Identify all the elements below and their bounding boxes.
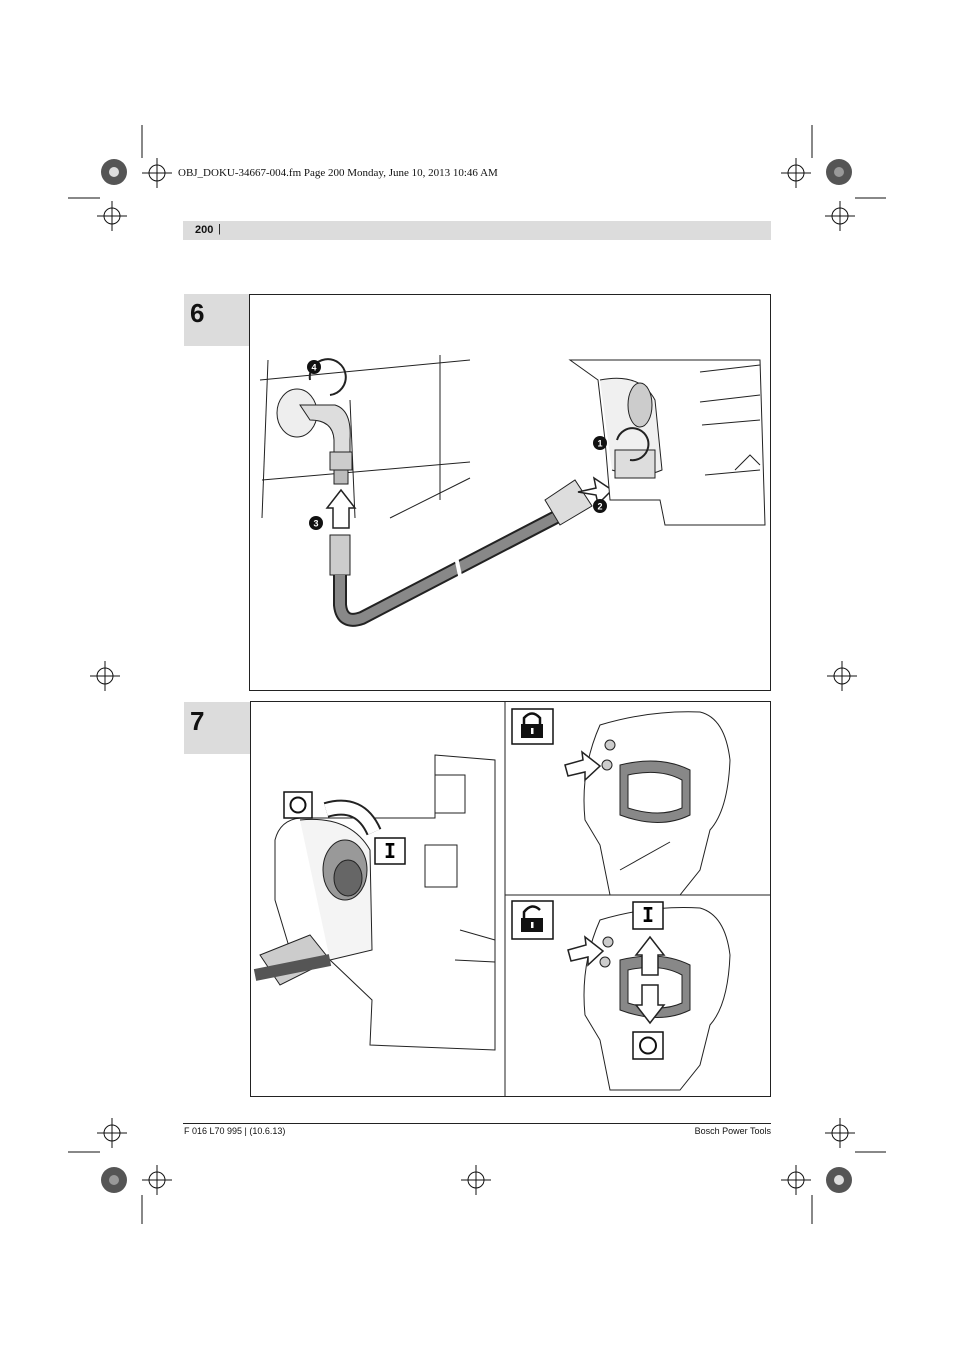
switch-on-symbol: I	[374, 837, 406, 865]
callout-4: 4	[311, 363, 316, 373]
callout-3: 3	[313, 519, 318, 529]
footer-brand: Bosch Power Tools	[694, 1126, 771, 1136]
svg-text:I: I	[642, 903, 654, 927]
figure-7-locked-drawing	[564, 711, 731, 896]
print-slug: OBJ_DOKU-34667-004.fm Page 200 Monday, J…	[178, 167, 498, 179]
registration-mark-icon	[68, 125, 886, 1224]
figure-7-switch-drawing	[253, 754, 496, 1051]
callout-1: 1	[597, 439, 602, 449]
registration-target-icon	[101, 159, 852, 1193]
footer-code: F 016 L70 995 | (10.6.13)	[184, 1126, 286, 1136]
figure-6-tab: 6	[184, 294, 250, 346]
trigger-on-symbol: I	[632, 901, 664, 930]
figure-7-number: 7	[190, 706, 205, 736]
figure-7-tab: 7	[184, 702, 250, 754]
lock-open-icon	[511, 900, 554, 940]
footer-rule	[183, 1123, 771, 1124]
page-number: 200	[195, 224, 214, 236]
figure-6-drawing	[259, 355, 766, 627]
header-separator: |	[218, 223, 221, 235]
trigger-off-symbol	[632, 1031, 664, 1060]
figure-6-callouts: 4 3 1 2	[307, 360, 607, 530]
svg-text:I: I	[384, 839, 396, 863]
callout-2: 2	[597, 502, 602, 512]
figure-6-number: 6	[190, 298, 205, 328]
figure-7-unlocked-drawing	[567, 907, 731, 1091]
switch-off-symbol	[283, 791, 313, 819]
lock-closed-icon	[511, 708, 554, 745]
header-bar	[183, 221, 771, 240]
